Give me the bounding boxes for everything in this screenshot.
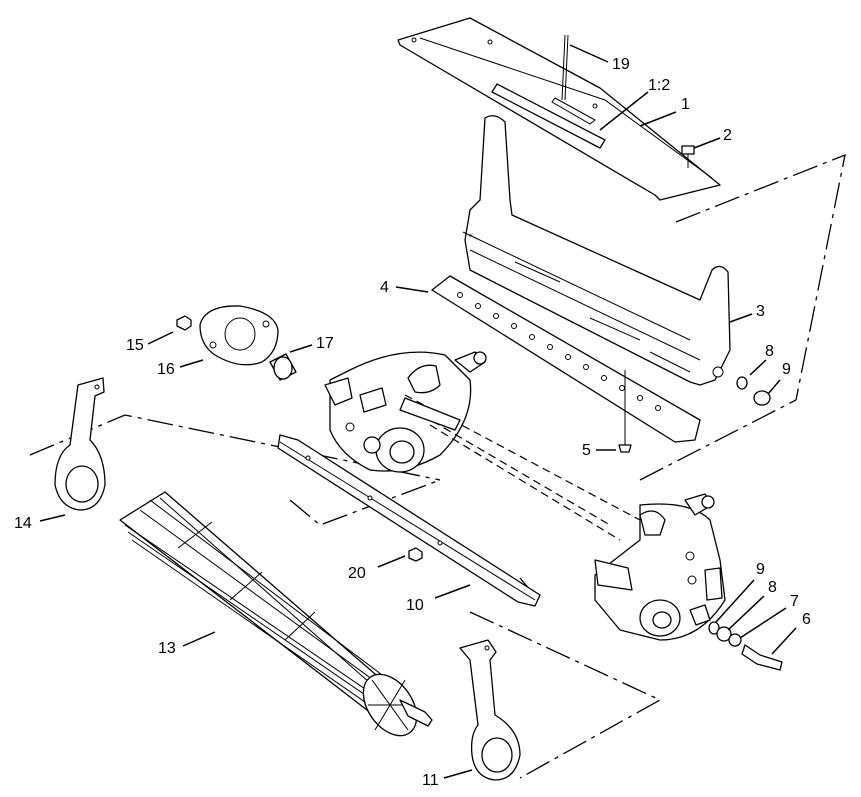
- bed-bar-4: [431, 275, 701, 443]
- right-side-plate: [594, 493, 726, 641]
- callout-14: 14: [14, 515, 32, 532]
- bolt-6: [741, 644, 783, 671]
- callout-20: 20: [348, 565, 366, 582]
- bolt-2: [681, 145, 695, 168]
- callout-5: 5: [582, 442, 591, 459]
- callout-7: 7: [790, 593, 799, 610]
- callout-10: 10: [406, 597, 424, 614]
- reel-13: [119, 491, 433, 737]
- callout-13: 13: [158, 640, 176, 657]
- callout-15: 15: [126, 337, 144, 354]
- callout-3: 3: [756, 303, 765, 320]
- washers-upper: [736, 376, 771, 406]
- callout-labels: 19 1:2 1 2 3 4 5 15 16 17 8 9 14 20 10 1…: [14, 56, 811, 789]
- bushing-17: [269, 353, 297, 381]
- screw-5: [618, 370, 632, 453]
- callout-19: 19: [612, 56, 630, 73]
- callout-8-lower: 8: [768, 579, 777, 596]
- callout-1-2: 1:2: [648, 77, 670, 94]
- top-plate: [397, 17, 721, 201]
- nut-20: [408, 547, 423, 562]
- frame-3: [462, 115, 731, 386]
- pin-19: [561, 34, 569, 101]
- leader-lines: [39, 44, 797, 779]
- callout-2: 2: [723, 127, 732, 144]
- callout-6: 6: [802, 611, 811, 628]
- bearing-plate-16: [199, 305, 279, 366]
- guard-11: [459, 639, 521, 781]
- bedknife-10: [277, 434, 541, 607]
- reference-lines: [29, 153, 846, 779]
- callout-8-upper: 8: [765, 343, 774, 360]
- assembly-centerlines: [399, 394, 641, 541]
- guard-14: [54, 377, 106, 511]
- left-side-plate: [324, 351, 487, 473]
- callout-17: 17: [316, 335, 334, 352]
- washers-lower: [708, 621, 742, 647]
- callout-4: 4: [380, 279, 389, 296]
- callout-16: 16: [157, 361, 175, 378]
- callout-1: 1: [681, 96, 690, 113]
- callout-11: 11: [422, 772, 439, 789]
- callout-9-upper: 9: [782, 361, 791, 378]
- callout-9-lower: 9: [756, 561, 765, 578]
- nut-15: [176, 315, 192, 331]
